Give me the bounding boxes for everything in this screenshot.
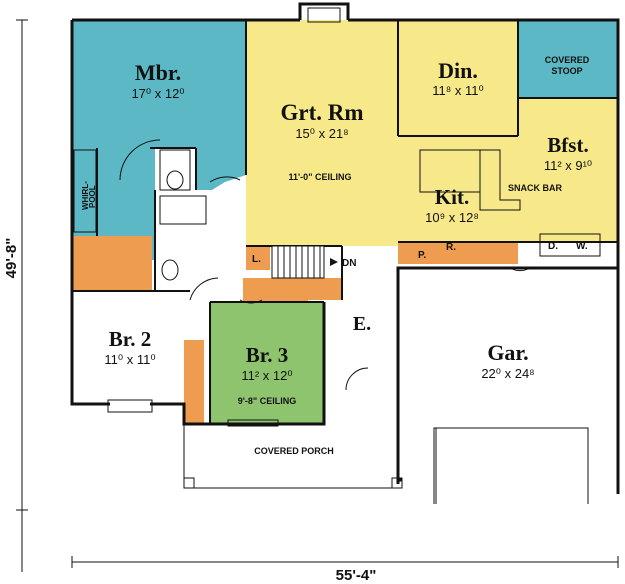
- range-label: R.: [446, 242, 456, 253]
- great-room-area: [246, 20, 398, 246]
- hall-closet-a: [243, 278, 308, 302]
- pantry-label: P.: [418, 250, 426, 261]
- master-toilet: [166, 170, 184, 190]
- br2-window: [107, 399, 153, 413]
- vanity: [159, 149, 191, 191]
- din-size: 11⁸ x 11⁰: [432, 83, 483, 98]
- br3-size: 11² x 12⁰: [241, 368, 292, 383]
- whirlpool-area: [72, 148, 97, 234]
- pantry-area: [398, 242, 438, 264]
- stoop-line1: COVERED: [545, 55, 590, 65]
- mbr-name: Mbr.: [135, 60, 181, 85]
- range-counter: [438, 242, 518, 264]
- master-closet: [72, 236, 152, 291]
- snack-bar-label: SNACK BAR: [508, 183, 563, 193]
- washer-label: W.: [576, 241, 588, 252]
- porch-label: COVERED PORCH: [254, 446, 334, 456]
- dryer-label: D.: [548, 241, 558, 252]
- whirlpool-line1: WHIRL-: [81, 181, 90, 210]
- whirlpool-line2: POOL: [88, 185, 97, 208]
- whirlpool-tub: [73, 149, 97, 233]
- snack-bar-counter: [479, 149, 521, 211]
- kit-name: Kit.: [435, 185, 469, 209]
- stair-arrow-icon: [330, 258, 338, 266]
- br2-size: 11⁰ x 11⁰: [104, 352, 155, 367]
- down-label: DN: [342, 258, 356, 269]
- laundry-closet: [246, 246, 270, 270]
- door-swings: [119, 139, 531, 391]
- hall-closet-b: [306, 278, 342, 300]
- br2-name: Br. 2: [109, 327, 151, 351]
- covered-porch: [183, 424, 403, 489]
- bfst-size: 11² x 9¹⁰: [544, 158, 592, 173]
- toilet: [161, 259, 179, 281]
- gar-size: 22⁰ x 24⁸: [481, 366, 534, 381]
- br3-window: [227, 419, 279, 427]
- kit-size: 10⁹ x 12⁸: [425, 210, 479, 225]
- washer-dryer: [539, 233, 601, 257]
- laundry-label: L.: [252, 254, 261, 265]
- depth-dimension: 49'-8": [3, 238, 20, 279]
- stairs: [271, 245, 325, 279]
- bathtub: [159, 195, 207, 225]
- grt-size: 15⁰ x 21⁸: [295, 126, 348, 141]
- fireplace-hearth: [307, 7, 341, 23]
- fireplace: [298, 2, 350, 20]
- gar-name: Gar.: [487, 340, 528, 365]
- exterior-walls: [70, 18, 620, 494]
- entry-name: E.: [353, 313, 371, 335]
- din-name: Din.: [438, 58, 478, 83]
- bfst-name: Bfst.: [547, 133, 588, 157]
- width-dimension: 55'-4": [336, 567, 377, 584]
- br3-closet: [184, 340, 204, 424]
- stoop-line2: STOOP: [551, 66, 582, 76]
- garage-door: [433, 427, 589, 504]
- dimension-lines: [16, 19, 619, 572]
- br3-name: Br. 3: [246, 343, 288, 367]
- br3-ceiling: 9'-8" CEILING: [238, 396, 296, 406]
- grt-name: Grt. Rm: [280, 100, 363, 125]
- mbr-size: 17⁰ x 12⁰: [131, 86, 184, 101]
- covered-stoop-area: [518, 20, 618, 98]
- grt-ceiling: 11'-0" CEILING: [289, 172, 352, 182]
- bedroom-3-area: [210, 302, 324, 424]
- kitchen-bfst-area: [398, 98, 618, 242]
- dining-area: [398, 20, 518, 136]
